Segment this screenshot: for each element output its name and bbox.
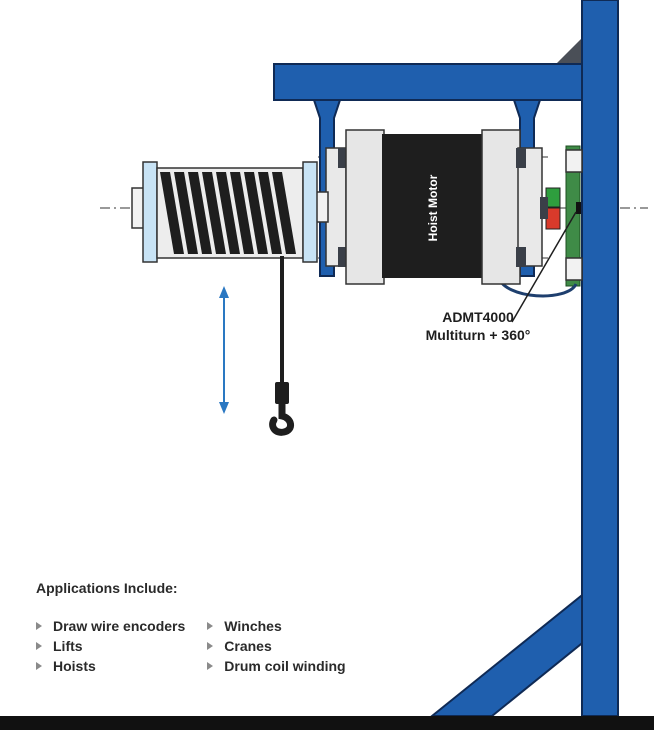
motor-bearing-left-bottom	[338, 247, 348, 267]
admt4000-chip	[576, 202, 581, 214]
drum-end-left	[142, 161, 158, 263]
motor-flange-left	[345, 129, 385, 285]
bullet-arrow-icon	[207, 622, 214, 630]
list-item: Cranes	[207, 636, 345, 656]
list-item: Drum coil winding	[207, 656, 346, 676]
motor-bearing-right-bottom	[516, 247, 526, 267]
motor-flange-right	[481, 129, 521, 285]
encoder-leader-line	[511, 211, 577, 323]
motor-bearing-right-top	[516, 148, 526, 168]
list-item: Lifts	[36, 636, 185, 656]
drum-end-right	[302, 161, 318, 263]
applications-title: Applications Include:	[36, 580, 178, 596]
frame-beam	[273, 63, 583, 101]
drum-rope-windings	[160, 172, 296, 254]
applications-column-1: Draw wire encoders Lifts Hoists	[36, 616, 185, 676]
magnet-south	[545, 207, 561, 230]
bullet-arrow-icon	[207, 662, 214, 670]
encoder-label-part: ADMT4000	[442, 309, 514, 325]
encoder-label-mode: Multiturn + 360°	[426, 327, 531, 343]
bullet-arrow-icon	[36, 622, 42, 630]
hoist-motor-label: Hoist Motor	[426, 174, 440, 241]
pcb-mount-bottom	[565, 257, 583, 281]
frame-brace-top	[556, 34, 586, 64]
list-item: Draw wire encoders	[36, 616, 185, 636]
motor-bearing-left-top	[338, 148, 348, 168]
hook-icon	[269, 400, 294, 436]
vertical-motion-arrow	[219, 286, 229, 414]
pcb-mount-top	[565, 149, 583, 173]
drum-hub-left	[131, 187, 145, 229]
magnet-north	[545, 187, 561, 208]
frame-column	[581, 0, 619, 717]
hoist-motor-body	[382, 134, 484, 278]
applications-panel: Applications Include: Draw wire encoders…	[36, 580, 346, 676]
list-item: Hoists	[36, 656, 185, 676]
applications-column-2: Winches Cranes Drum coil winding	[207, 616, 346, 676]
motor-shaft	[540, 197, 548, 219]
bullet-arrow-icon	[207, 642, 214, 650]
list-item: Winches	[207, 616, 345, 636]
frame-brace-bottom	[429, 589, 587, 717]
hook-block	[275, 382, 289, 404]
bullet-arrow-icon	[36, 642, 42, 650]
ground-bar	[0, 716, 654, 730]
bullet-arrow-icon	[36, 662, 42, 670]
